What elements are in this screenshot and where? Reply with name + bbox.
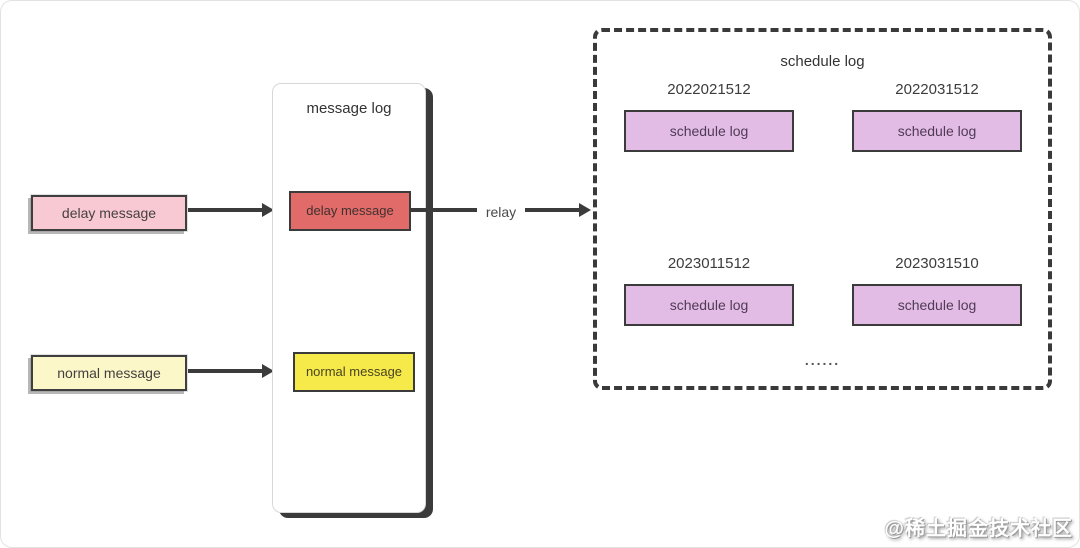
- partition-box: schedule log: [624, 110, 794, 152]
- partition-date: 2022021512: [667, 81, 751, 98]
- arrowhead-relay: [579, 203, 591, 217]
- schedule-log-title: schedule log: [780, 53, 865, 70]
- partition-box-label: schedule log: [669, 297, 749, 313]
- relay-label: relay: [485, 204, 517, 220]
- partition-date: 2023031510: [895, 255, 979, 272]
- message-log-panel: message log delay message normal message: [272, 83, 426, 513]
- more-partitions-ellipsis: ......: [804, 352, 841, 368]
- arrowhead-normal-to-log: [262, 364, 274, 378]
- arrow-line-delay-to-log: [188, 208, 264, 212]
- normal-message-source-label: normal message: [57, 365, 161, 381]
- message-log-title: message log: [306, 100, 392, 117]
- arrowhead-delay-to-log: [262, 203, 274, 217]
- message-log-normal-item-label: normal message: [305, 363, 403, 379]
- watermark-text: @稀土掘金技术社区: [884, 518, 1073, 540]
- message-log-normal-item: normal message: [293, 352, 415, 392]
- partition-box: schedule log: [624, 284, 794, 326]
- relay-label-chip: relay: [477, 195, 525, 229]
- partition-box-label: schedule log: [669, 123, 749, 139]
- partition-box: schedule log: [852, 284, 1022, 326]
- partition-box-label: schedule log: [897, 297, 977, 313]
- message-log-delay-item: delay message: [289, 191, 411, 231]
- partition-date: 2023011512: [667, 255, 751, 272]
- partition-box: schedule log: [852, 110, 1022, 152]
- delay-message-source-label: delay message: [61, 205, 157, 221]
- partition-box-label: schedule log: [897, 123, 977, 139]
- arrow-line-normal-to-log: [188, 369, 264, 373]
- partition-date: 2022031512: [895, 81, 979, 98]
- schedule-log-panel: schedule log 2022021512 schedule log 202…: [593, 28, 1052, 390]
- normal-message-source-box: normal message: [31, 355, 187, 391]
- message-log-delay-item-label: delay message: [306, 202, 394, 218]
- delay-message-source-box: delay message: [31, 195, 187, 231]
